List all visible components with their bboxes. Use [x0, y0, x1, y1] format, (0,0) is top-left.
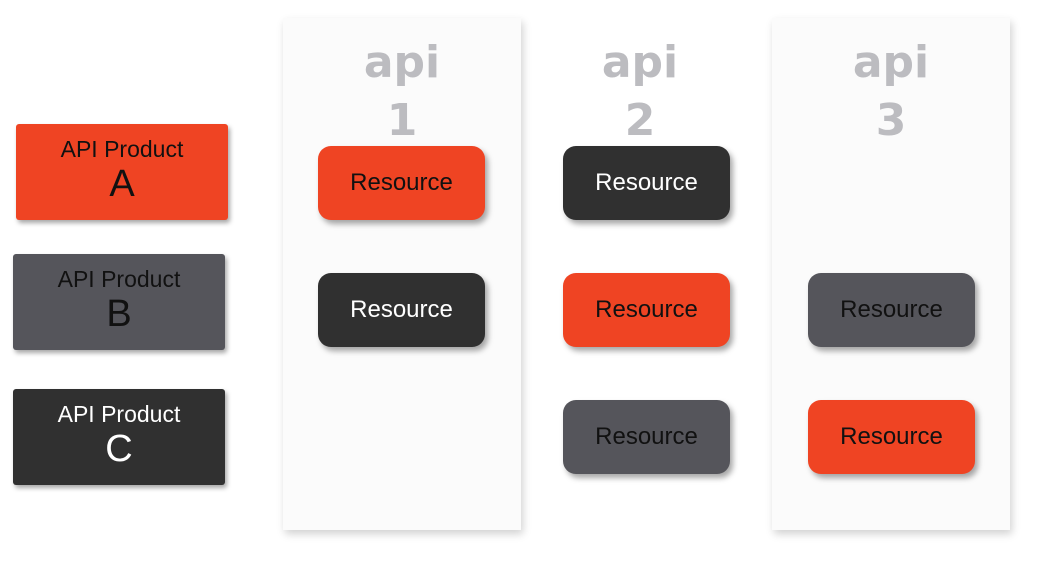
api-panel-2-title: api 2: [521, 40, 759, 144]
api-panel-1-number: 1: [386, 95, 418, 146]
api-panel-3-number: 3: [875, 95, 907, 146]
api-2-resource-1: Resource: [563, 146, 730, 220]
api-3-resource-2: Resource: [808, 400, 975, 474]
api-panel-3-word: api: [852, 37, 930, 88]
api-1-resource-2: Resource: [318, 273, 485, 347]
api-3-resource-1: Resource: [808, 273, 975, 347]
api-panel-1-title: api 1: [283, 40, 521, 144]
api-2-resource-3: Resource: [563, 400, 730, 474]
api-product-c-title: API Product: [57, 401, 181, 427]
api-product-c: API Product C: [13, 389, 225, 485]
api-product-c-letter: C: [105, 428, 133, 470]
api-panel-2-number: 2: [624, 95, 656, 146]
api-panel-2-word: api: [601, 37, 679, 88]
api-product-b-title: API Product: [57, 266, 181, 292]
api-product-b: API Product B: [13, 254, 225, 350]
api-panel-3-title: api 3: [772, 40, 1010, 144]
api-product-b-letter: B: [106, 293, 132, 335]
api-product-a-letter: A: [109, 163, 135, 205]
api-2-resource-2: Resource: [563, 273, 730, 347]
api-panel-1-word: api: [363, 37, 441, 88]
api-product-a: API Product A: [16, 124, 228, 220]
api-panel-2: api 2: [521, 18, 759, 530]
api-1-resource-1: Resource: [318, 146, 485, 220]
api-product-a-title: API Product: [60, 136, 184, 162]
